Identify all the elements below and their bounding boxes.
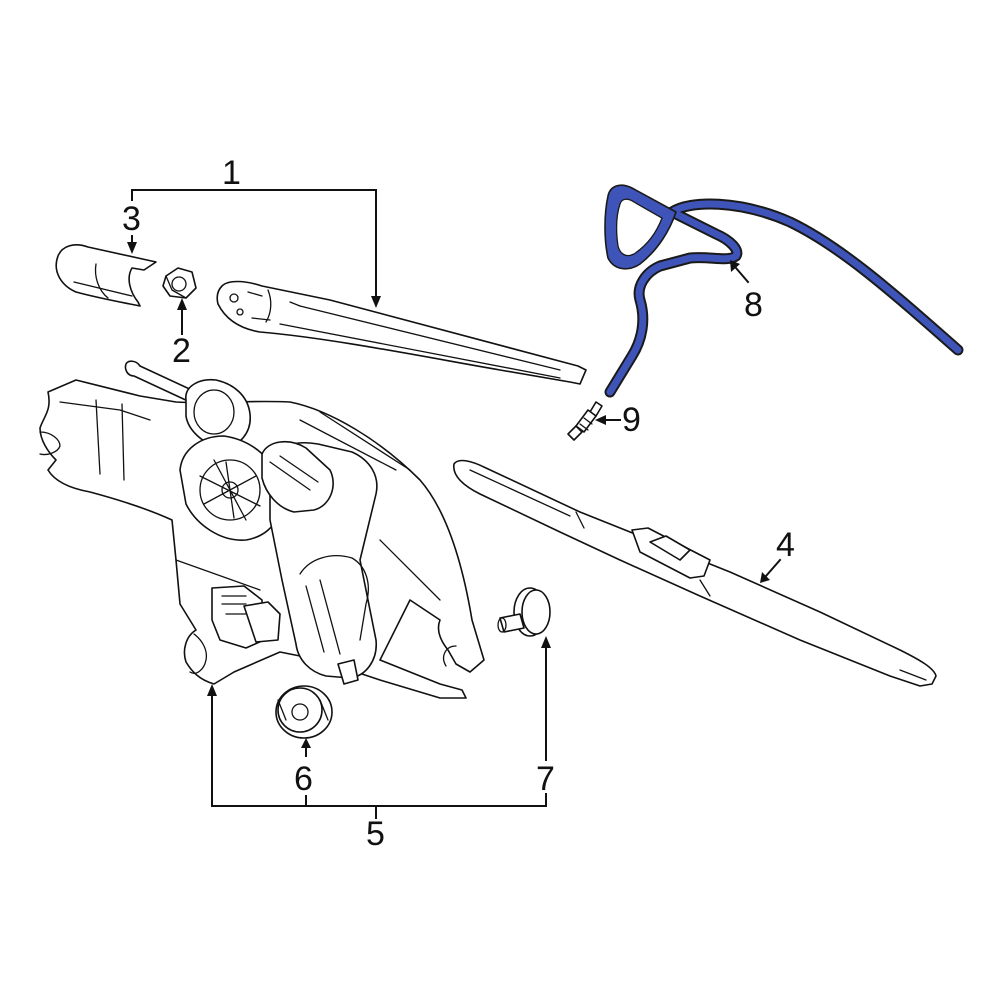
- callout-1: 1: [222, 154, 241, 192]
- hose-highlight-stroke: [606, 200, 962, 396]
- part-1-wiper-arm[interactable]: [216, 280, 587, 385]
- callout-labels: 1 3 2 8 9 4 6 7 5: [122, 154, 795, 853]
- callout-8: 8: [744, 286, 763, 324]
- leader-lines: [127, 189, 782, 819]
- callout-6: 6: [294, 760, 313, 798]
- part-5-motor-assembly[interactable]: [39, 360, 485, 699]
- callout-5: 5: [366, 815, 385, 853]
- part-6-grommet[interactable]: [275, 685, 333, 739]
- part-9-connector[interactable]: [567, 401, 603, 441]
- part-4-wiper-blade[interactable]: [453, 459, 937, 687]
- part-2-nut[interactable]: [162, 267, 197, 299]
- part-8-washer-hose[interactable]: [604, 184, 964, 398]
- part-3-arm-cap[interactable]: [55, 244, 157, 307]
- callout-4: 4: [776, 526, 795, 564]
- callout-9: 9: [622, 401, 641, 439]
- part-7-bushing[interactable]: [497, 587, 551, 637]
- callout-2: 2: [172, 332, 191, 370]
- callout-3: 3: [122, 200, 141, 238]
- callout-7: 7: [536, 760, 555, 798]
